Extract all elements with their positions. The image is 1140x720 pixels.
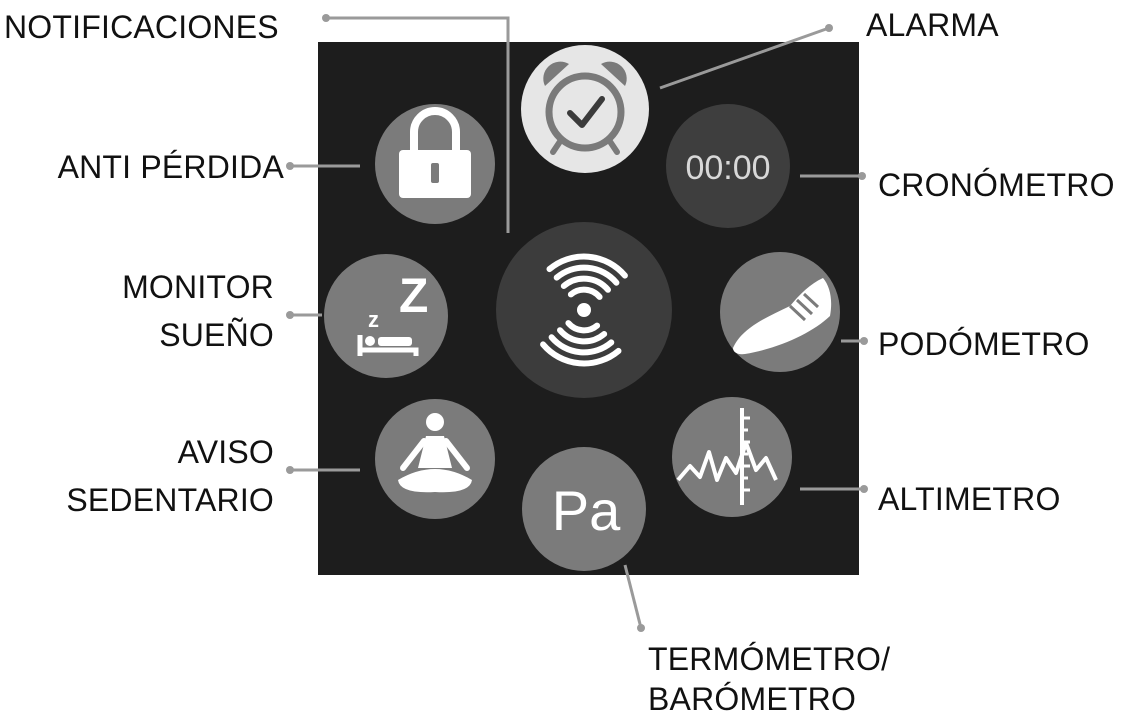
stopwatch-icon[interactable]: 00:00	[666, 104, 790, 228]
notification-radar-icon[interactable]	[496, 222, 672, 398]
shoe-icon[interactable]	[720, 252, 840, 372]
label-notificaciones: NOTIFICACIONES	[4, 9, 279, 45]
altimeter-icon[interactable]	[672, 397, 792, 517]
alarm-clock-icon[interactable]	[521, 45, 649, 173]
label-aviso-sedentario-line2: SEDENTARIO	[66, 482, 274, 518]
label-cronometro: CRONÓMETRO	[878, 167, 1115, 203]
pressure-unit-text: Pa	[552, 479, 621, 542]
label-alarma: ALARMA	[866, 7, 999, 43]
sleep-z-large: Z	[399, 270, 428, 323]
label-anti-perdida: ANTI PÉRDIDA	[57, 149, 284, 185]
barometer-icon[interactable]: Pa	[522, 447, 646, 571]
label-monitor-sueno-line1: MONITOR	[122, 269, 274, 305]
lock-icon[interactable]	[375, 104, 495, 224]
label-termometro-line1: TERMÓMETRO/	[648, 641, 891, 677]
label-aviso-sedentario-line1: AVISO	[177, 434, 274, 470]
meditation-icon[interactable]	[375, 399, 495, 519]
label-podometro: PODÓMETRO	[878, 326, 1090, 362]
label-altimetro: ALTIMETRO	[878, 481, 1061, 517]
label-termometro-line2: BARÓMETRO	[648, 681, 857, 717]
sleep-z-small: z	[368, 307, 379, 332]
sleep-icon[interactable]: Z z	[324, 254, 448, 378]
stopwatch-readout: 00:00	[685, 149, 770, 187]
label-monitor-sueno-line2: SUEÑO	[159, 317, 274, 353]
